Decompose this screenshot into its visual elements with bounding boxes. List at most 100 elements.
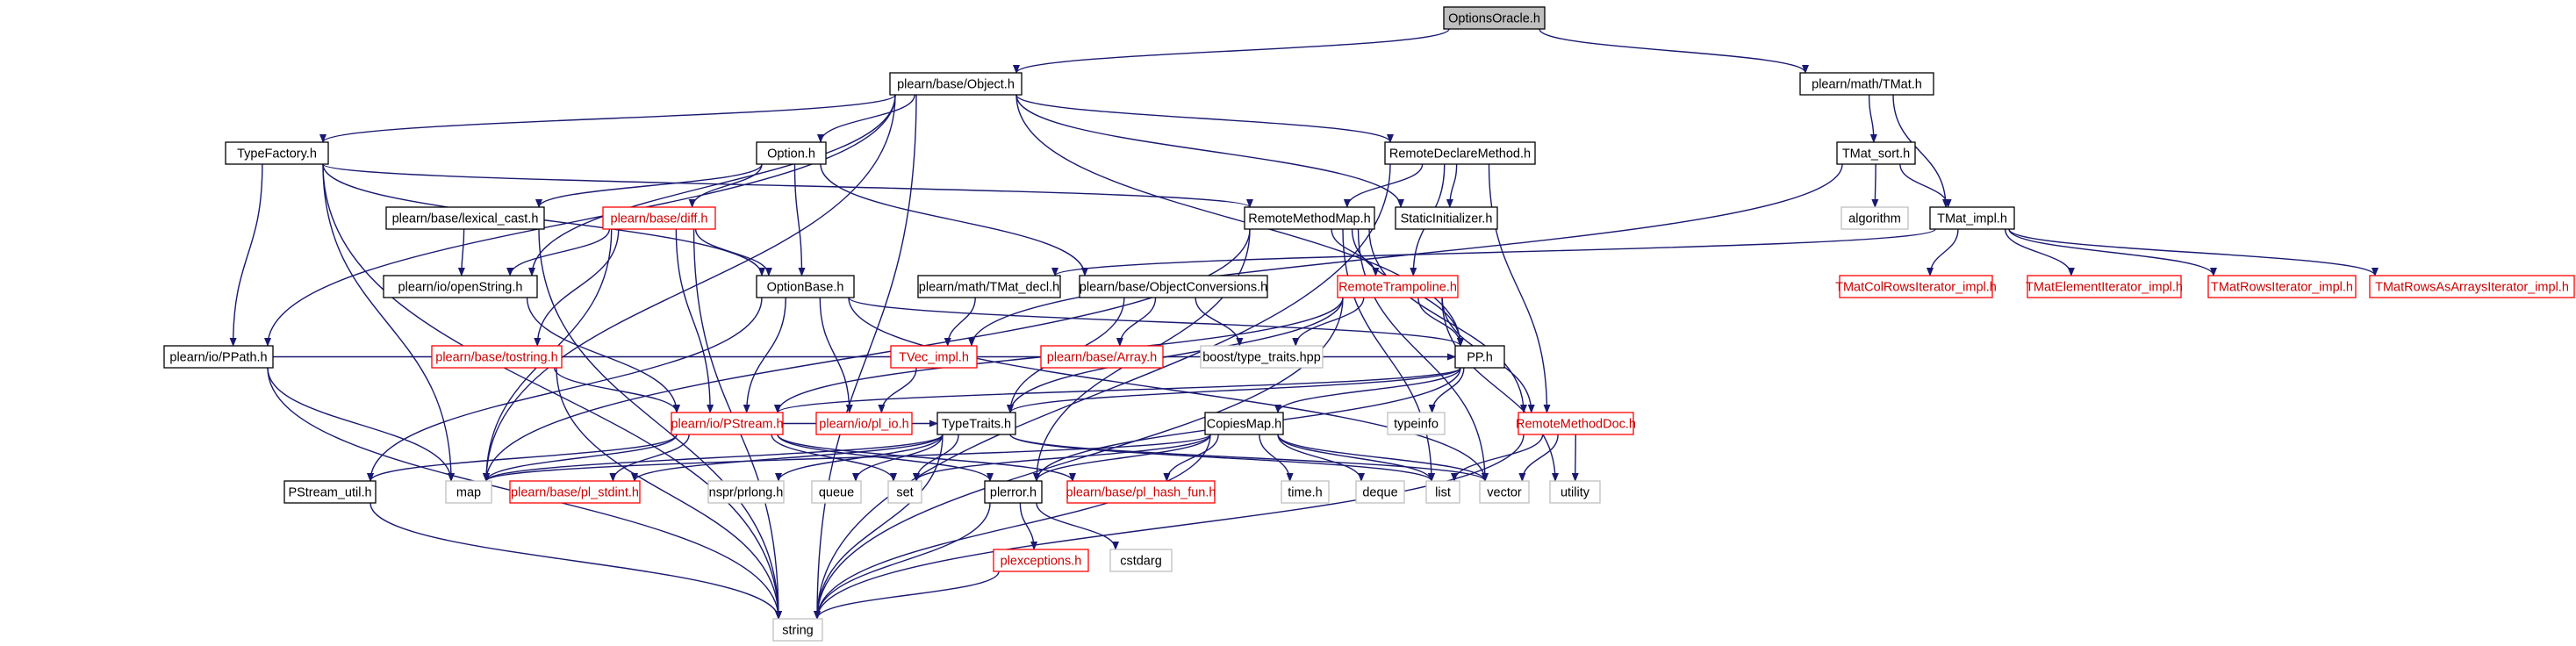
node-label: plearn/base/diff.h bbox=[611, 212, 708, 226]
node-pp[interactable]: PP.h bbox=[1454, 345, 1505, 369]
edge-plexceptions-to-string bbox=[814, 571, 1000, 620]
node-nspr: nspr/prlong.h bbox=[707, 480, 785, 504]
node-tmatcolrows[interactable]: TMatColRowsIterator_impl.h bbox=[1835, 275, 1997, 298]
node-tmat_impl[interactable]: TMat_impl.h bbox=[1929, 206, 2015, 230]
node-box bbox=[1929, 206, 2015, 230]
node-pstream[interactable]: plearn/io/PStream.h bbox=[671, 412, 784, 435]
edge-tmat-to-tmat_impl bbox=[1892, 94, 1949, 208]
node-box bbox=[1454, 345, 1505, 369]
edge-diff-to-openstring bbox=[506, 228, 611, 276]
edge-option-to-optionbase bbox=[793, 163, 806, 276]
node-label: deque bbox=[1362, 486, 1397, 500]
node-openstring[interactable]: plearn/io/openString.h bbox=[383, 275, 538, 298]
node-pl_stdint[interactable]: plearn/base/pl_stdint.h bbox=[509, 480, 641, 504]
node-lexical_cast[interactable]: plearn/base/lexical_cast.h bbox=[385, 206, 545, 230]
node-label: RemoteMethodMap.h bbox=[1248, 212, 1370, 226]
node-algorithm: algorithm bbox=[1841, 206, 1909, 230]
node-box bbox=[1384, 141, 1536, 165]
edge-pstream-to-map bbox=[483, 434, 678, 482]
node-plerror[interactable]: plerror.h bbox=[984, 480, 1043, 504]
node-remotemethodmap[interactable]: RemoteMethodMap.h bbox=[1244, 206, 1375, 230]
node-box bbox=[1836, 141, 1916, 165]
node-option[interactable]: Option.h bbox=[756, 141, 827, 165]
node-typefactory[interactable]: TypeFactory.h bbox=[225, 141, 329, 165]
edge-tostring-to-string bbox=[556, 367, 782, 620]
node-box bbox=[811, 480, 862, 504]
edge-remotetrampoline-to-type_traits_hpp bbox=[1292, 297, 1365, 347]
node-label: TMatElementIterator_impl.h bbox=[2026, 281, 2183, 295]
node-box bbox=[815, 412, 913, 435]
node-box bbox=[431, 345, 563, 369]
node-label: time.h bbox=[1288, 486, 1323, 500]
node-box bbox=[984, 480, 1043, 504]
node-remotetrampoline[interactable]: RemoteTrampoline.h bbox=[1337, 275, 1459, 298]
node-tmat_decl[interactable]: plearn/math/TMat_decl.h bbox=[917, 275, 1061, 298]
edge-pp-to-typetraits bbox=[1007, 367, 1461, 413]
node-pl_io[interactable]: plearn/io/pl_io.h bbox=[815, 412, 913, 435]
node-box bbox=[1337, 275, 1459, 298]
node-label: OptionBase.h bbox=[767, 281, 844, 295]
node-tmatrowsasarrays[interactable]: TMatRowsAsArraysIterator_impl.h bbox=[2369, 275, 2575, 298]
node-typetraits[interactable]: TypeTraits.h bbox=[936, 412, 1016, 435]
edge-object-to-map bbox=[483, 94, 896, 482]
edge-typetraits-to-string bbox=[814, 434, 944, 620]
node-pl_hash_fun[interactable]: plearn/base/pl_hash_fun.h bbox=[1066, 480, 1216, 504]
node-object[interactable]: plearn/base/Object.h bbox=[889, 72, 1023, 96]
edge-remotemethoddoc-to-vector bbox=[1518, 434, 1559, 482]
node-box bbox=[1799, 72, 1934, 96]
node-optionsoracle[interactable]: OptionsOracle.h bbox=[1443, 6, 1546, 30]
edge-tvec_impl-to-pl_io bbox=[878, 367, 917, 413]
node-tmatelement[interactable]: TMatElementIterator_impl.h bbox=[2026, 275, 2183, 298]
node-plexceptions[interactable]: plexceptions.h bbox=[993, 549, 1089, 572]
node-label: TMatRowsIterator_impl.h bbox=[2211, 281, 2353, 295]
edge-copiesmap-to-string bbox=[814, 434, 1211, 620]
edge-diff-to-tostring bbox=[534, 228, 620, 347]
node-vector: vector bbox=[1479, 480, 1530, 504]
node-remotedeclaremethod[interactable]: RemoteDeclareMethod.h bbox=[1384, 141, 1536, 165]
edge-remotetrampoline-to-pp bbox=[1417, 297, 1464, 347]
node-staticinitializer[interactable]: StaticInitializer.h bbox=[1395, 206, 1498, 230]
edge-option-to-objectconversions bbox=[820, 163, 1088, 276]
node-pstream_util[interactable]: PStream_util.h bbox=[283, 480, 377, 504]
node-tostring[interactable]: plearn/base/tostring.h bbox=[431, 345, 563, 369]
node-remotemethoddoc[interactable]: RemoteMethodDoc.h bbox=[1516, 412, 1636, 435]
node-box bbox=[890, 345, 978, 369]
node-map: map bbox=[445, 480, 492, 504]
node-label: cstdarg bbox=[1120, 555, 1162, 569]
node-utility: utility bbox=[1549, 480, 1601, 504]
edge-tmat_impl-to-tmatelement bbox=[2004, 228, 2075, 276]
node-box bbox=[772, 618, 823, 642]
node-box bbox=[383, 275, 538, 298]
node-label: plearn/io/PPath.h bbox=[169, 351, 267, 365]
edge-remotetrampoline-to-typetraits bbox=[1007, 297, 1344, 413]
dependency-edges bbox=[229, 28, 2379, 620]
edge-copiesmap-to-list bbox=[1277, 434, 1435, 482]
edge-remotemethodmap-to-list bbox=[1342, 228, 1435, 482]
node-string: string bbox=[772, 618, 823, 642]
node-box bbox=[225, 141, 329, 165]
edge-optionsoracle-to-tmat bbox=[1539, 28, 1809, 74]
node-time: time.h bbox=[1281, 480, 1330, 504]
node-copiesmap[interactable]: CopiesMap.h bbox=[1204, 412, 1284, 435]
node-tvec_impl[interactable]: TVec_impl.h bbox=[890, 345, 978, 369]
edge-copiesmap-to-pl_hash_fun bbox=[1163, 434, 1219, 482]
edge-tostring-to-pstream bbox=[553, 367, 680, 413]
node-optionbase[interactable]: OptionBase.h bbox=[756, 275, 855, 298]
node-objectconversions[interactable]: plearn/base/ObjectConversions.h bbox=[1079, 275, 1268, 298]
node-tmat_sort[interactable]: TMat_sort.h bbox=[1836, 141, 1916, 165]
node-box bbox=[1204, 412, 1284, 435]
edge-tmat_impl-to-tmatrowsasarrays bbox=[2008, 228, 2379, 276]
edge-optionbase-to-vector bbox=[848, 297, 1489, 482]
node-array[interactable]: plearn/base/Array.h bbox=[1040, 345, 1164, 369]
edge-openstring-to-pstream bbox=[526, 297, 680, 413]
node-label: TMat_impl.h bbox=[1937, 212, 2007, 226]
node-box bbox=[889, 72, 1023, 96]
node-diff[interactable]: plearn/base/diff.h bbox=[602, 206, 716, 230]
edge-copiesmap-to-deque bbox=[1277, 434, 1365, 482]
edge-copiesmap-to-vector bbox=[1277, 434, 1489, 482]
node-tmat[interactable]: plearn/math/TMat.h bbox=[1799, 72, 1934, 96]
node-tmatrows[interactable]: TMatRowsIterator_impl.h bbox=[2207, 275, 2357, 298]
node-ppath[interactable]: plearn/io/PPath.h bbox=[163, 345, 274, 369]
node-box bbox=[993, 549, 1089, 572]
edge-plerror-to-plexceptions bbox=[1019, 502, 1038, 550]
